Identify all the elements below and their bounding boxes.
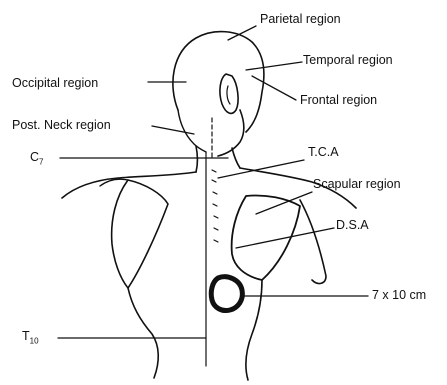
leader-frontal: [252, 76, 296, 100]
label-t10-main: T: [22, 329, 30, 343]
right-scapula: [232, 195, 300, 280]
label-t10: T10: [22, 330, 39, 346]
label-post-neck-region: Post. Neck region: [12, 119, 111, 132]
label-temporal-region: Temporal region: [303, 54, 393, 67]
label-parietal-region: Parietal region: [260, 13, 341, 26]
label-scapular-region: Scapular region: [313, 178, 401, 191]
leader-dsa: [236, 228, 334, 248]
neck-left: [196, 146, 198, 172]
right-arm-inner: [246, 280, 262, 380]
left-trunk: [128, 288, 158, 378]
leader-post-neck: [152, 126, 194, 134]
ear-outline: [220, 74, 238, 113]
label-c7-main: C: [30, 150, 39, 164]
label-occipital-region: Occipital region: [12, 77, 98, 90]
jaw-line: [218, 110, 244, 156]
left-scapula: [112, 180, 168, 288]
label-lesion-size: 7 x 10 cm: [372, 289, 426, 302]
lesion-outline: [211, 277, 242, 311]
label-t10-sub: 10: [30, 337, 39, 346]
label-dsa: D.S.A: [336, 219, 369, 232]
leader-temporal: [246, 62, 302, 70]
ear-inner: [227, 86, 230, 104]
label-c7: C7: [30, 151, 43, 167]
left-shoulder: [62, 172, 196, 198]
label-tca: T.C.A: [308, 146, 339, 159]
spine-hatching: [212, 170, 218, 242]
right-arm-outer: [300, 200, 326, 283]
leader-tca: [218, 160, 304, 178]
label-frontal-region: Frontal region: [300, 94, 377, 107]
neck-right: [232, 148, 240, 168]
occipital-curve: [178, 110, 206, 152]
label-c7-sub: 7: [39, 158, 43, 167]
